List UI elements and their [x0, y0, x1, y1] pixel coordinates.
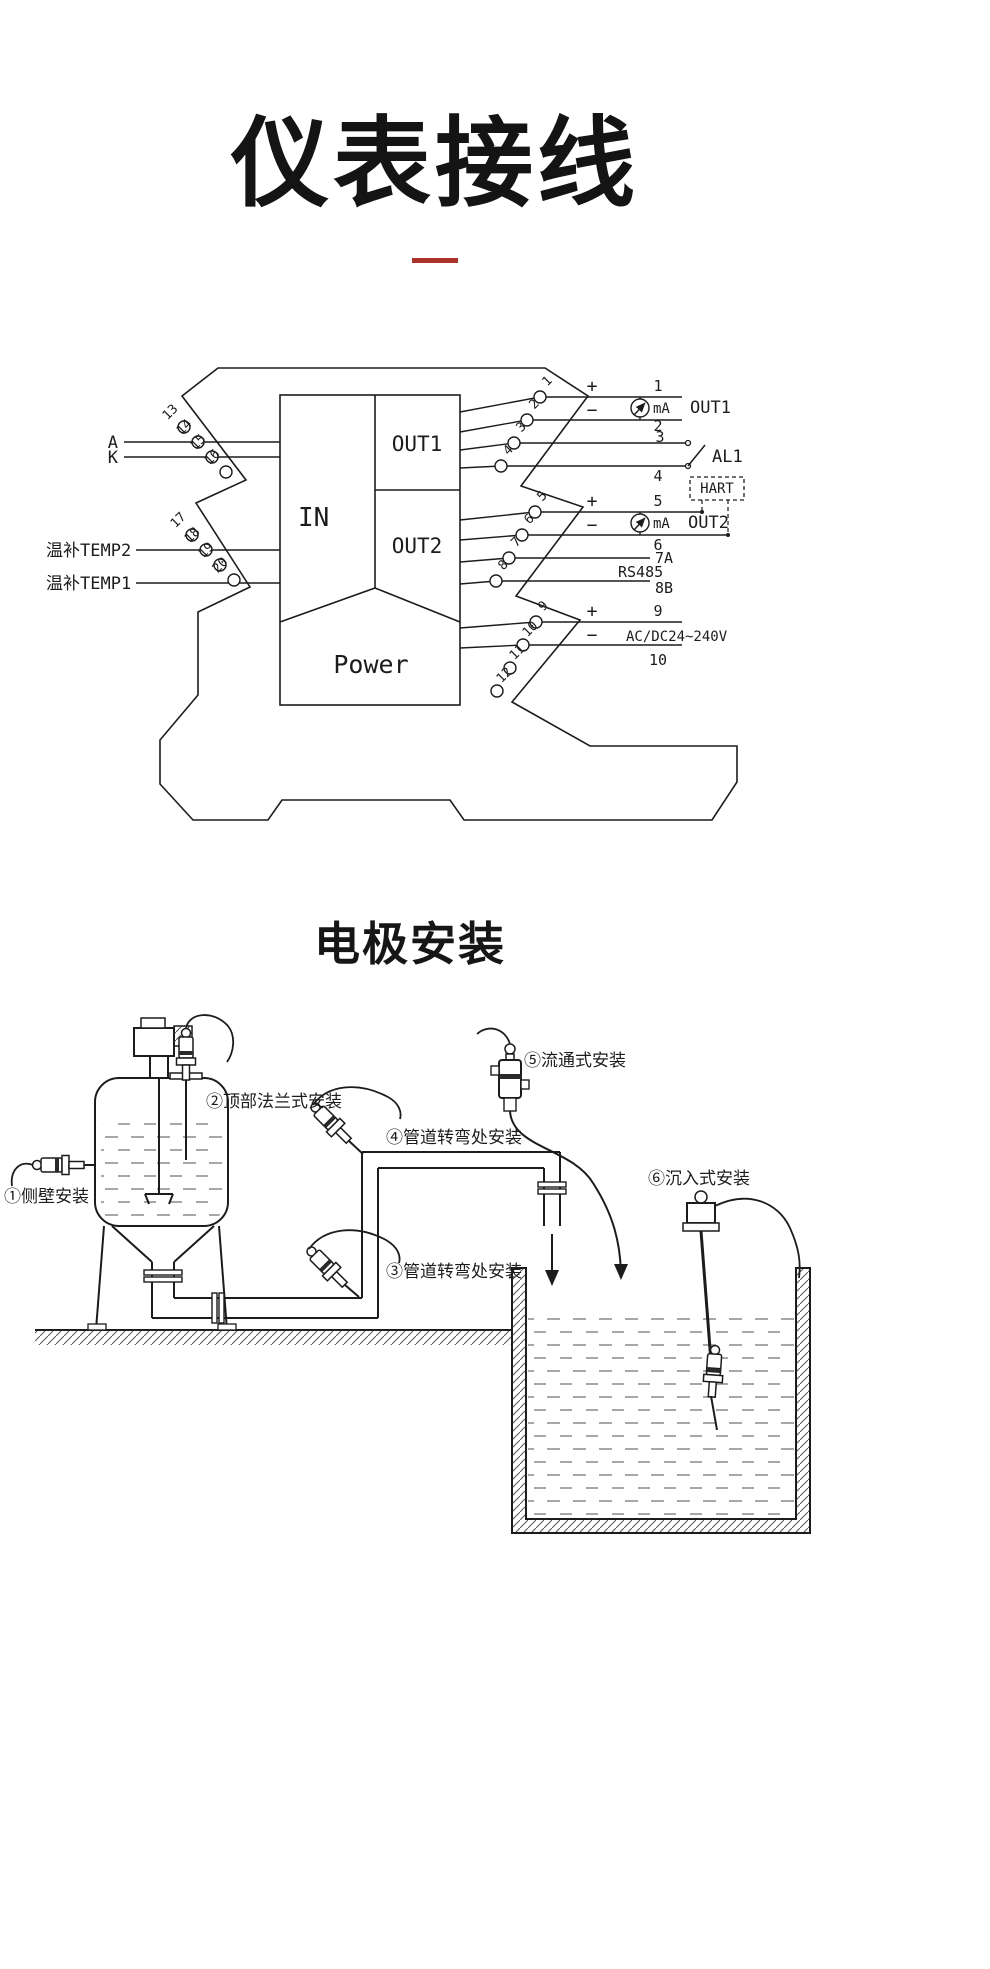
- ground: [35, 1329, 512, 1345]
- out1-t1: 1: [653, 377, 662, 395]
- wiring-diagram: IN OUT1 OUT2 Power A K 温补TEMP2 温补TEMP1 1…: [46, 367, 745, 821]
- relay-blade-icon: [687, 444, 706, 467]
- install-label-2: ②顶部法兰式安装: [206, 1092, 342, 1111]
- svg-text:14: 14: [174, 417, 196, 439]
- svg-text:18: 18: [182, 525, 204, 547]
- svg-text:13: 13: [160, 402, 182, 424]
- installation-diagram: ①侧壁安装 ②顶部法兰式安装 ③管道转弯处安装 ④管道转弯处安装 ⑤流通式安装 …: [4, 1014, 811, 1534]
- alarm-t3: 3: [655, 428, 664, 446]
- svg-text:17: 17: [168, 510, 190, 532]
- install-title: 电极安装: [314, 918, 506, 970]
- pool-water: [528, 1312, 794, 1517]
- svg-text:20: 20: [210, 555, 232, 577]
- out1-t2: 2: [653, 417, 662, 435]
- out1-loop: + − mA 1 2 OUT1: [587, 376, 731, 435]
- block-in-label: IN: [298, 503, 329, 533]
- label-k: K: [108, 448, 119, 468]
- module-outline: [159, 367, 738, 821]
- terminals: [177, 390, 547, 698]
- block-power-label: Power: [333, 650, 408, 679]
- divider-wrap: [0, 258, 870, 263]
- alarm-t4: 4: [653, 467, 662, 485]
- rs485-label: RS485: [618, 563, 663, 581]
- tank: [87, 1077, 237, 1331]
- label-temp1: 温补TEMP1: [46, 574, 131, 594]
- io-block: [279, 394, 461, 706]
- electrode-pipe-bend-lower: [300, 1229, 401, 1298]
- install-label-6: ⑥沉入式安装: [648, 1169, 750, 1188]
- rs485-t8: 8B: [655, 579, 673, 597]
- install-label-5: ⑤流通式安装: [524, 1051, 626, 1070]
- out2-loop: + − mA 5 6 OUT2: [587, 491, 729, 554]
- power-t10: 10: [649, 651, 667, 669]
- out2-plus: +: [587, 491, 598, 512]
- page-title: 仪表接线: [230, 108, 639, 218]
- power-label: AC/DC24~240V: [626, 629, 728, 645]
- label-a: A: [108, 433, 118, 453]
- out2-t6: 6: [653, 536, 662, 554]
- svg-text:15: 15: [188, 432, 210, 454]
- red-divider: [412, 258, 458, 263]
- block-out1-label: OUT1: [392, 432, 443, 456]
- power-plus: +: [587, 601, 598, 622]
- tank-funnel: [111, 1225, 215, 1263]
- rs485-port: 7A RS485 8B: [618, 549, 673, 597]
- power-t9: 9: [653, 602, 662, 620]
- power-minus: −: [587, 625, 598, 646]
- out2-minus: −: [587, 515, 598, 536]
- out1-ma: mA: [653, 401, 670, 417]
- hart-label: HART: [700, 481, 734, 497]
- out1-plus: +: [587, 376, 598, 397]
- electrode-pipe-bend-upper: [304, 1086, 402, 1155]
- svg-text:1: 1: [539, 373, 555, 389]
- piping: [143, 1151, 567, 1324]
- tank-liquid: [101, 1120, 222, 1220]
- out2-t5: 5: [653, 492, 662, 510]
- out2-label: OUT2: [688, 513, 729, 533]
- svg-text:19: 19: [196, 540, 218, 562]
- install-label-4: ④管道转弯处安装: [386, 1128, 522, 1147]
- hart-box: HART: [689, 476, 745, 537]
- svg-text:16: 16: [202, 447, 224, 469]
- alarm-relay: 3 4 AL1: [653, 428, 742, 485]
- out1-label: OUT1: [690, 398, 731, 418]
- block-out2-label: OUT2: [392, 534, 443, 558]
- label-temp2: 温补TEMP2: [46, 541, 131, 561]
- electrode-submerged: [682, 1190, 801, 1431]
- agitator-paddle: [144, 1193, 174, 1205]
- install-label-3: ③管道转弯处安装: [386, 1262, 522, 1281]
- electrode-flow-cell: [476, 1027, 628, 1280]
- pool: [511, 1267, 811, 1534]
- power-terminals: + − 9 AC/DC24~240V 10: [587, 601, 728, 669]
- svg-text:5: 5: [534, 488, 550, 504]
- out2-ma: mA: [653, 516, 670, 532]
- install-label-1: ①侧壁安装: [4, 1187, 89, 1206]
- electrode-side-wall: [10, 1154, 96, 1187]
- electrode-top-flange: [169, 1014, 235, 1160]
- flow-hose: [509, 1110, 628, 1280]
- alarm-label: AL1: [712, 447, 743, 467]
- rs485-t7: 7A: [655, 549, 673, 567]
- svg-text:9: 9: [535, 598, 551, 614]
- out1-minus: −: [587, 400, 598, 421]
